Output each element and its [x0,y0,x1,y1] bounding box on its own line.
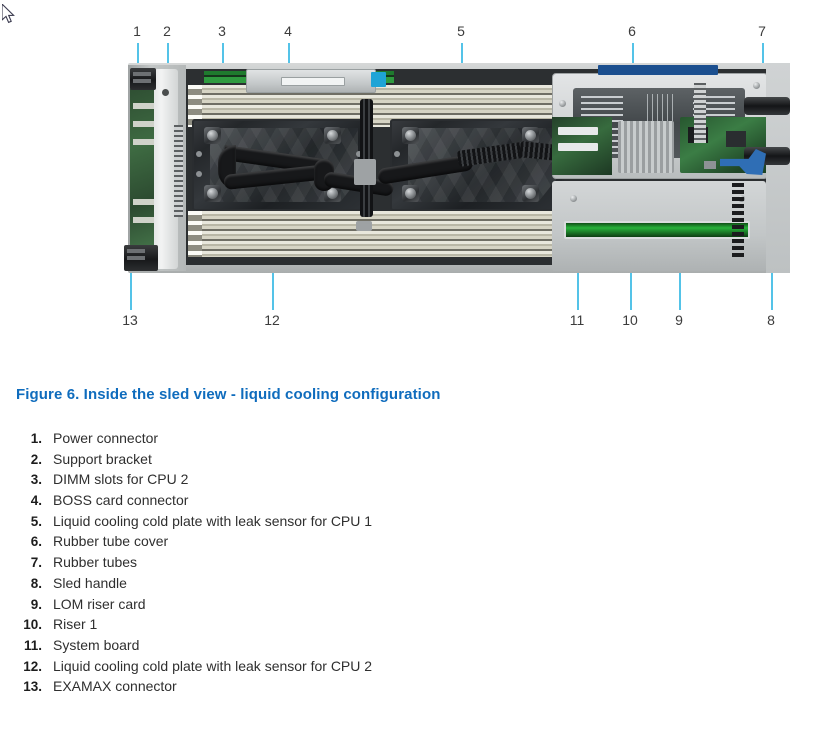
rear-vent [694,83,706,143]
cold-plate-pin [196,151,202,157]
callout-number: 11 [569,312,585,328]
legend-item-number: 12. [23,658,42,674]
callout-number: 4 [284,23,292,39]
legend-item: 10. Riser 1 [14,616,654,637]
system-board [552,117,612,175]
legend-item-label: Support bracket [53,450,152,467]
cold-plate-screw [522,127,539,144]
legend-item-label: Rubber tube cover [53,533,169,550]
cold-plate-pin [394,151,400,157]
legend-item: 3. DIMM slots for CPU 2 [14,471,654,492]
tube-clip-lower [356,221,372,231]
legend-item-number: 8. [30,575,42,591]
callout-number: 6 [628,23,636,39]
callout-number: 7 [758,23,766,39]
callout-number: 1 [133,23,141,39]
dimm-bank-bottom-left [188,211,580,257]
legend-item-label: Rubber tubes [53,554,138,571]
legend-item-label: Power connector [53,430,159,446]
legend-item: 8. Sled handle [14,575,654,596]
callout-number: 12 [264,312,280,328]
legend-item: 1. Power connector [14,430,654,451]
cold-plate-screw [522,185,539,202]
legend-item-label: System board [53,636,140,653]
cold-plate-screw [402,185,419,202]
legend-item-label: EXAMAX connector [53,678,177,695]
cold-plate-pin [196,171,202,177]
callout-leader-line [137,43,139,79]
legend-item-number: 11. [23,637,42,653]
legend-item-label: DIMM slots for CPU 2 [53,471,189,488]
legend-item: 2. Support bracket [14,451,654,472]
legend-item: 4. BOSS card connector [14,492,654,513]
callout-leader-line [167,43,169,73]
cold-plate-pin [356,151,362,157]
legend-item-number: 4. [30,493,42,509]
callout-number: 10 [622,312,638,328]
callout-number: 9 [675,312,683,328]
legend-item-number: 5. [30,513,42,529]
rear-connector-pins [732,183,744,259]
legend-item: 5. Liquid cooling cold plate with leak se… [14,513,654,534]
cold-plate-screw [324,127,341,144]
cold-plate-screw [204,127,221,144]
legend-item: 12. Liquid cooling cold plate with leak s… [14,658,654,679]
cover-screw [559,100,566,107]
legend-item: 11. System board [14,637,654,658]
blue-connector-strip [598,65,718,75]
legend-item-label: LOM riser card [53,595,146,612]
callout-leader-line [630,248,632,310]
coolant-tube-vertical [360,99,373,217]
legend-item-number: 1. [30,431,42,446]
rear-wall [766,63,790,273]
figure-legend-list: 1. Power connector 2. Support bracket 3. DIMM… [14,430,654,699]
riser-1-slot [564,221,750,239]
left-vent [174,125,183,217]
mouse-cursor [1,2,16,24]
dimm-latches-bottom-left [188,211,202,257]
boss-card-connector [246,69,376,93]
legend-item-label: Liquid cooling cold plate with leak sens… [53,657,373,674]
legend-item-number: 6. [30,534,42,550]
riser-1-assembly [552,181,766,271]
legend-item-label: Riser 1 [53,616,98,633]
power-connector [130,68,156,90]
callout-leader-line [130,250,132,310]
legend-item-number: 7. [30,555,42,571]
cold-plate-screw [204,185,221,202]
tube-clip [354,159,376,185]
examax-connector [124,245,158,271]
legend-item-label: Liquid cooling cold plate with leak sens… [53,512,373,529]
legend-item-label: BOSS card connector [53,492,189,509]
callout-number: 13 [122,312,138,328]
legend-item: 9. LOM riser card [14,596,654,617]
legend-item-number: 2. [30,451,42,467]
legend-item-number: 10. [23,617,42,633]
callout-number: 2 [163,23,171,39]
figure-caption: Figure 6. Inside the sled view - liquid … [16,386,441,403]
callout-number: 8 [767,312,775,328]
legend-item: 13. EXAMAX connector [14,678,654,699]
rubber-tube-upper [744,97,790,115]
legend-item: 7. Rubber tubes [14,554,654,575]
chipset-heatsink [618,121,674,173]
riser-screw [570,195,577,202]
callout-number: 5 [457,23,465,39]
legend-item-number: 9. [30,596,42,612]
dimm-latches-top-left [188,85,202,127]
legend-item: 6. Rubber tube cover [14,533,654,554]
left-io-column [124,65,186,271]
legend-item-number: 13. [23,679,42,695]
cover-screw [753,82,760,89]
cold-plate-screw [402,127,419,144]
boss-release-tab-icon [371,72,386,87]
legend-item-number: 3. [30,472,42,488]
legend-item-label: Sled handle [53,574,127,591]
server-sled-illustration [124,63,790,273]
callout-number: 3 [218,23,226,39]
